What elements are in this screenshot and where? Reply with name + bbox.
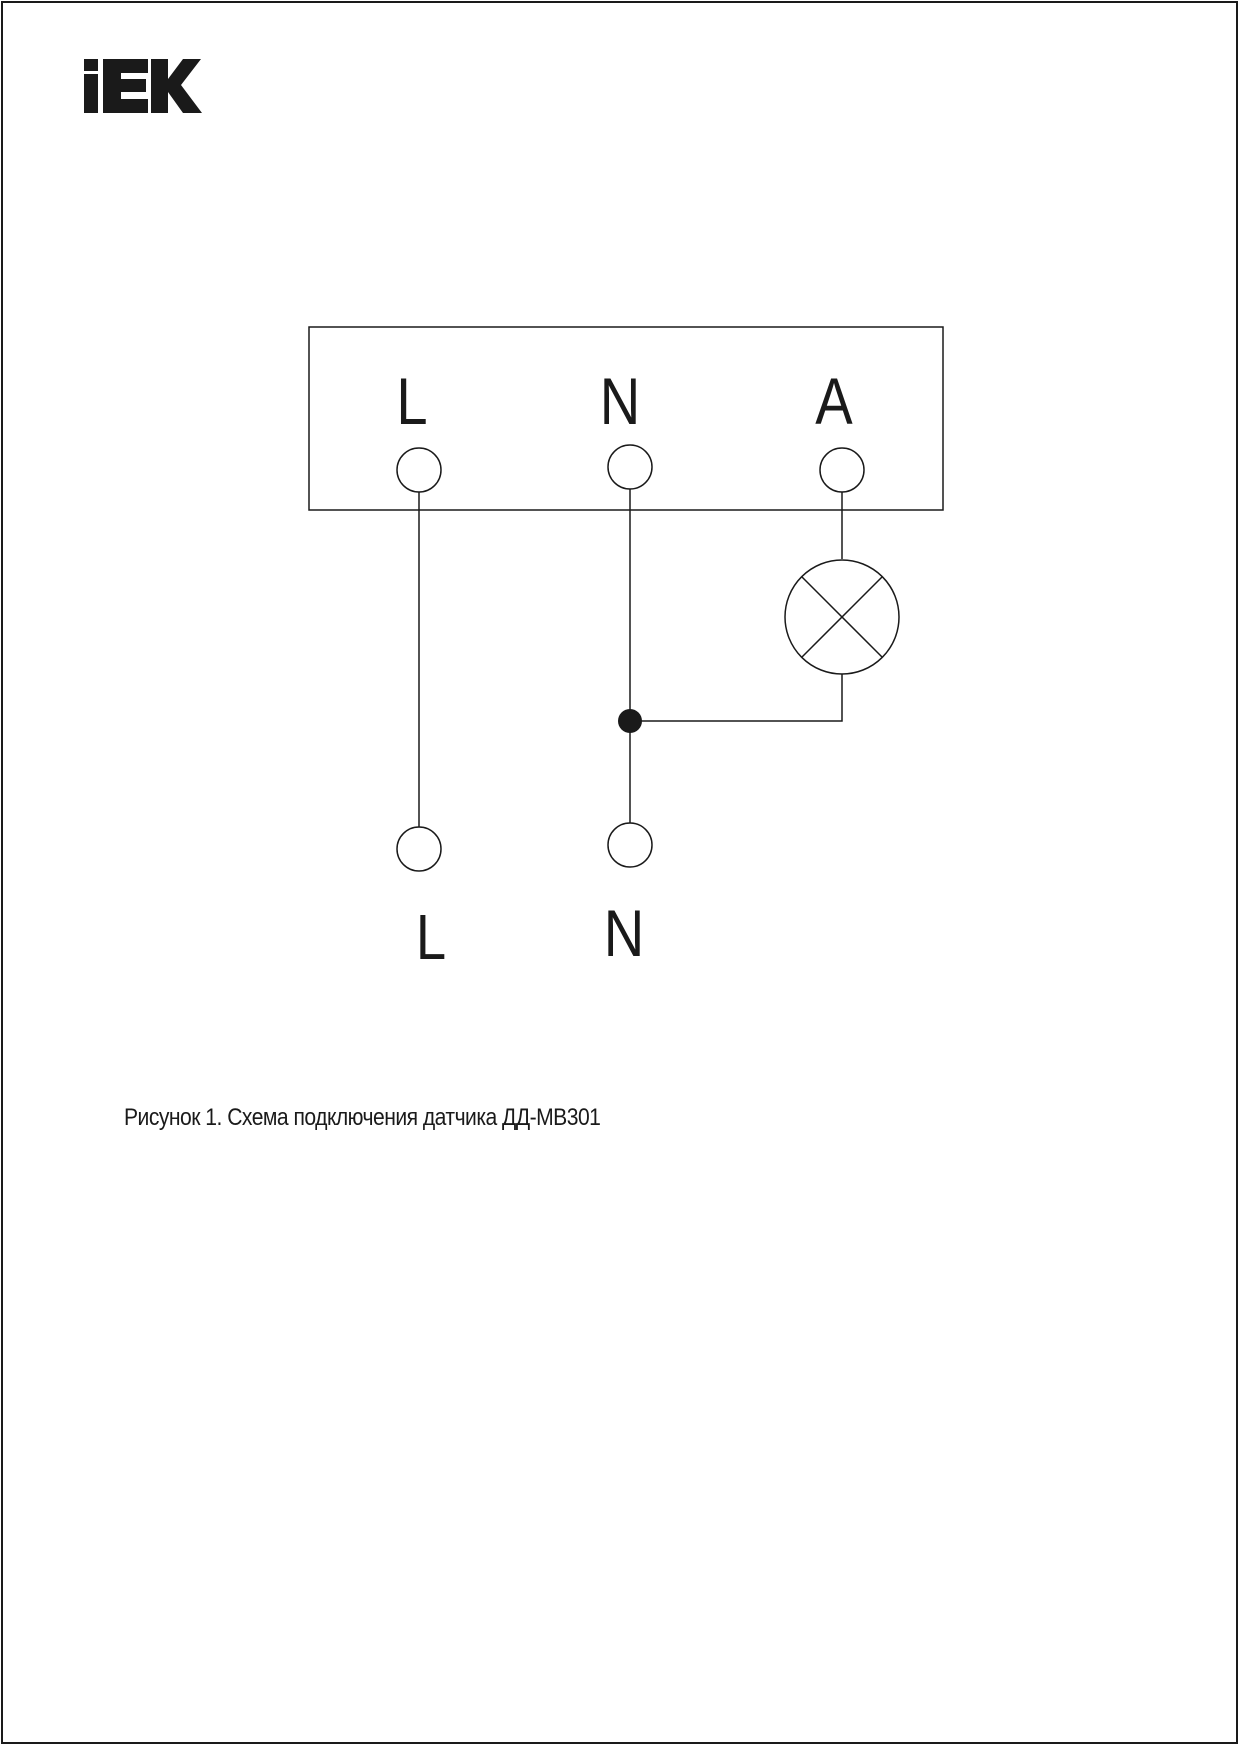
supply-label-n: N [604,897,645,970]
wires [418,489,843,827]
wire-lamp-to-n [630,674,843,722]
terminal-label-a: A [815,365,853,438]
terminal-label-n: N [600,365,641,438]
iek-logo [84,59,202,113]
terminal-block [308,326,944,511]
terminal-n-bottom [607,822,653,868]
junction-dot [618,709,642,733]
terminal-n-top [607,444,653,490]
figure-caption: Рисунок 1. Схема подключения датчика ДД-… [124,1104,601,1131]
terminal-l-top [396,447,442,493]
terminal-a-top [819,447,865,493]
lamp-icon [784,559,900,675]
supply-label-l: L [416,901,446,973]
terminal-l-bottom [396,826,442,872]
terminal-label-l: L [396,365,427,438]
